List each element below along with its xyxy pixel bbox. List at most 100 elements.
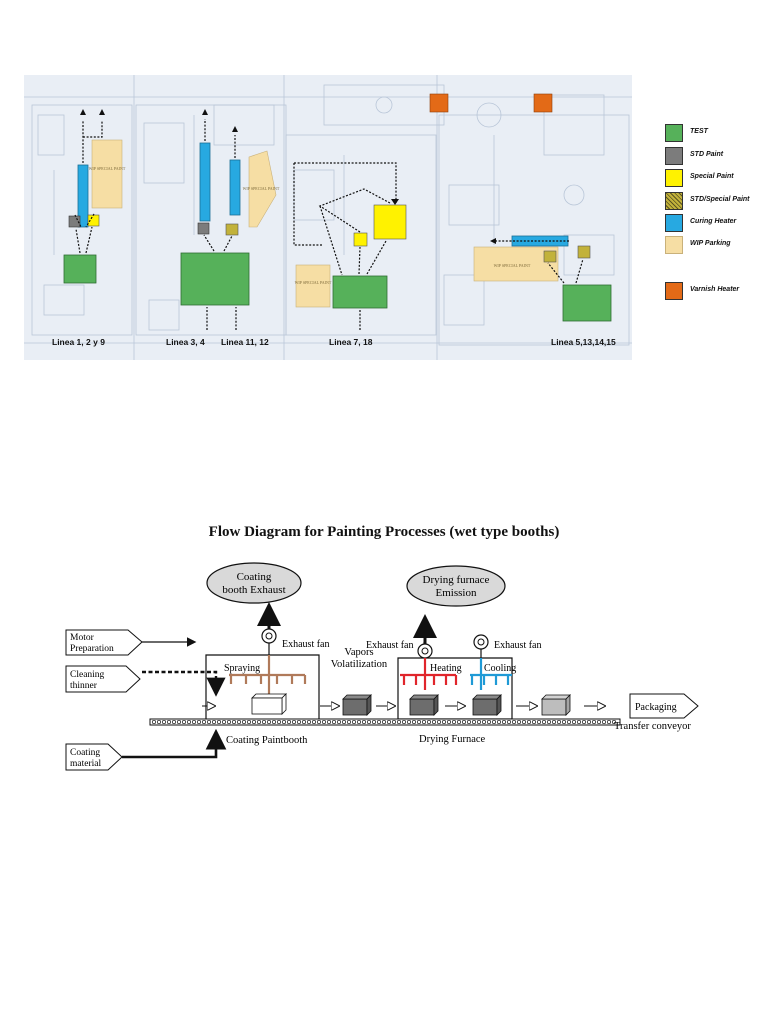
- conveyor-roller: [291, 719, 297, 725]
- coating-booth-exhaust-ellipse: [206, 562, 302, 604]
- conveyor-roller: [256, 719, 262, 725]
- conveyor-roller: [216, 719, 222, 725]
- conveyor-roller: [266, 719, 272, 725]
- transfer-conveyor-label: Transfer conveyor: [614, 721, 691, 732]
- std-paint-booth: [68, 215, 81, 228]
- conveyor-roller: [241, 719, 247, 725]
- conveyor-roller: [526, 719, 532, 725]
- conveyor-roller: [411, 719, 417, 725]
- conveyor-roller: [396, 719, 402, 725]
- coating-material-arrow: [122, 728, 227, 759]
- motor-part-coated: [342, 694, 372, 716]
- conveyor-roller: [306, 719, 312, 725]
- conveyor-roller: [491, 719, 497, 725]
- test-station: [180, 252, 250, 306]
- coating-exhaust-label-2: booth Exhaust: [222, 584, 285, 596]
- exhaust-fan-label: Exhaust fan: [494, 640, 542, 651]
- legend-item-curing-heater: Curing Heater: [664, 212, 768, 234]
- conveyor-roller: [421, 719, 427, 725]
- legend-label: Curing Heater: [690, 218, 737, 225]
- svg-text:material: material: [70, 759, 101, 769]
- conveyor-roller: [536, 719, 542, 725]
- conveyor-roller: [606, 719, 612, 725]
- conveyor-roller: [401, 719, 407, 725]
- map-background: [24, 75, 632, 360]
- cleaning-thinner-input: Cleaning thinner: [65, 665, 141, 693]
- conveyor-roller: [366, 719, 372, 725]
- legend-label: TEST: [690, 128, 708, 135]
- conveyor-roller: [576, 719, 582, 725]
- curing-heater: [199, 142, 211, 222]
- svg-text:Motor: Motor: [70, 633, 95, 643]
- vapors-label-1: Vapors: [344, 647, 373, 658]
- std-special-paint-booth: [225, 223, 591, 263]
- motor-part-unpainted: [251, 693, 287, 715]
- conveyor-roller: [326, 719, 332, 725]
- test-station: [332, 275, 388, 309]
- legend-swatch: [665, 282, 683, 300]
- motor-part-finished: [541, 694, 571, 716]
- drying-emission-label-1: Drying furnace: [423, 574, 490, 586]
- conveyor-roller: [161, 719, 167, 725]
- conveyor-roller: [611, 719, 617, 725]
- legend-item-special-paint: Special Paint: [664, 167, 768, 189]
- conveyor-roller: [476, 719, 482, 725]
- wip-label: WIP SPECIAL PAINT: [89, 166, 126, 171]
- conveyor-roller: [341, 719, 347, 725]
- conveyor-roller: [556, 719, 562, 725]
- conveyor-roller: [471, 719, 477, 725]
- cooling-label: Cooling: [484, 663, 516, 674]
- conveyor-roller: [431, 719, 437, 725]
- conveyor-roller: [181, 719, 187, 725]
- conveyor-roller: [521, 719, 527, 725]
- legend-item-test: TEST: [664, 122, 768, 144]
- conveyor-roller: [456, 719, 462, 725]
- conveyor-roller: [151, 719, 157, 725]
- conveyor-roller: [196, 719, 202, 725]
- legend-item-wip-parking: WIP Parking: [664, 234, 768, 256]
- conveyor-roller: [406, 719, 412, 725]
- conveyor-roller: [246, 719, 252, 725]
- conveyor-roller: [601, 719, 607, 725]
- conveyor-roller: [506, 719, 512, 725]
- motor-part-heating: [409, 694, 439, 716]
- legend-item-varnish-heater: Varnish Heater: [664, 280, 768, 302]
- wip-label: WIP SPECIAL PAINT: [295, 280, 332, 285]
- special-paint-booth: [353, 232, 368, 247]
- conveyor-roller: [191, 719, 197, 725]
- wip-parking-area: [295, 264, 331, 308]
- plant-layout-map: WIP SPECIAL PAINT WIP SPECIAL PAINT WIP …: [24, 75, 632, 360]
- spray-manifold: [229, 655, 307, 704]
- heating-label: Heating: [430, 663, 462, 674]
- conveyor-roller: [441, 719, 447, 725]
- conveyor-roller: [371, 719, 377, 725]
- transfer-conveyor: [149, 718, 621, 726]
- wip-parking-area: [248, 150, 277, 228]
- motor-preparation-input: Motor Preparation: [65, 629, 143, 656]
- drying-furnace-enclosure: [397, 657, 513, 719]
- motor-part-cooling: [472, 694, 502, 716]
- conveyor-roller: [511, 719, 517, 725]
- legend-label: STD/Special Paint: [690, 196, 750, 203]
- conveyor-roller: [591, 719, 597, 725]
- conveyor-roller: [171, 719, 177, 725]
- conveyor-roller: [231, 719, 237, 725]
- line-label: Linea 5,13,14,15: [551, 337, 616, 347]
- cleaning-thinner-arrow: [142, 670, 226, 697]
- conveyor-roller: [496, 719, 502, 725]
- legend-swatch: [665, 147, 683, 165]
- drying-furnace-label: Drying Furnace: [419, 734, 486, 745]
- conveyor-roller: [546, 719, 552, 725]
- conveyor-roller: [276, 719, 282, 725]
- coating-paintbooth-label: Coating Paintbooth: [226, 735, 308, 746]
- conveyor-roller: [346, 719, 352, 725]
- conveyor-roller: [566, 719, 572, 725]
- line-label: Linea 3, 4: [166, 337, 205, 347]
- conveyor-roller: [186, 719, 192, 725]
- legend-label: Varnish Heater: [690, 286, 740, 293]
- varnish-heater: [429, 93, 449, 113]
- svg-text:Coating: Coating: [70, 748, 100, 758]
- coating-paintbooth-enclosure: [205, 654, 320, 719]
- flow-arrowheads: [80, 109, 496, 244]
- conveyor-roller: [391, 719, 397, 725]
